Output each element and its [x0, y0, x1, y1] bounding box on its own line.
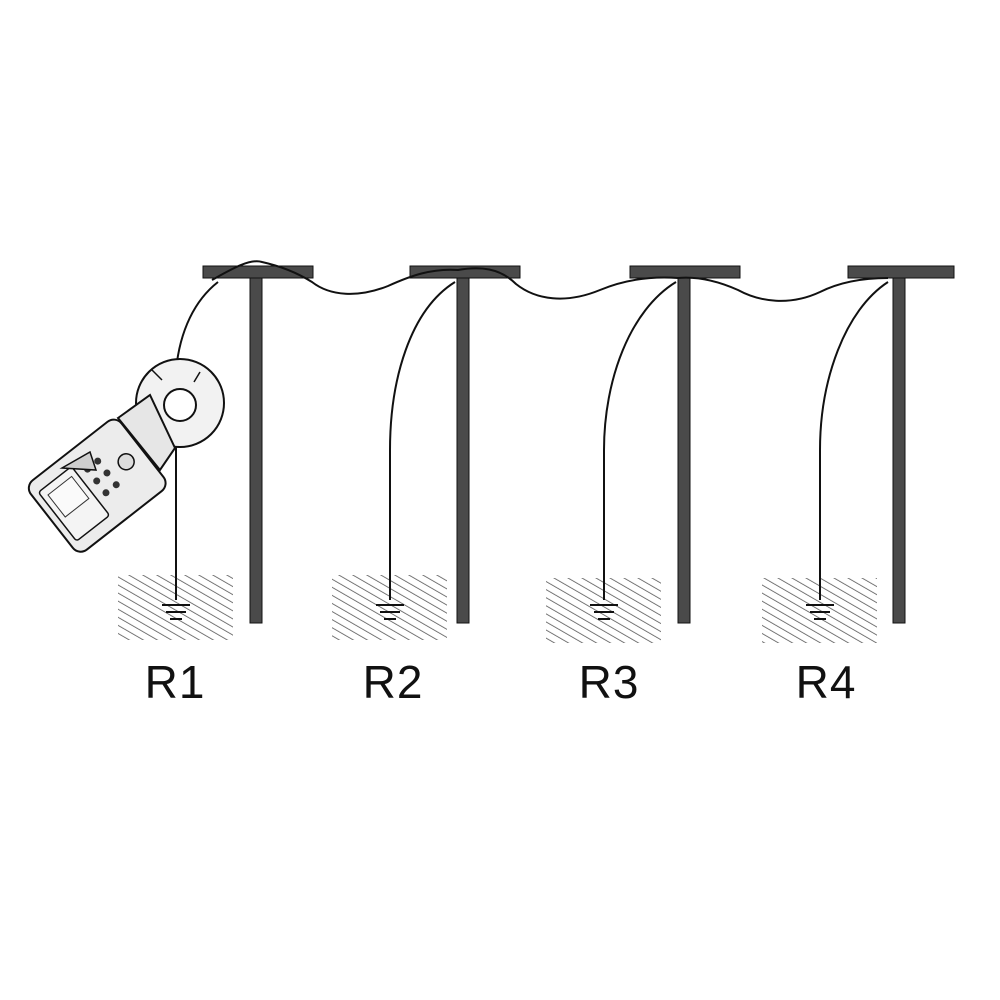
label-r4: R4: [795, 656, 857, 708]
overhead-wire: [211, 260, 889, 302]
pole-r2: [409, 265, 521, 624]
poles: [202, 265, 955, 624]
down-lead-r3: [603, 281, 677, 600]
down-lead-r4: [819, 281, 889, 600]
pole-r1: [202, 265, 314, 624]
pole-r4: [847, 265, 955, 624]
down-lead-wires: [175, 281, 889, 600]
ground-symbol-icon: [806, 604, 834, 620]
ground-symbol-icon: [590, 604, 618, 620]
label-r1: R1: [144, 656, 206, 708]
pole-r3: [629, 265, 741, 624]
meter-neck: [116, 393, 177, 472]
down-lead-r2: [389, 281, 456, 600]
ground-symbols: [162, 604, 834, 620]
clamp-meter-icon: [27, 358, 225, 553]
clamp-opening: [163, 388, 197, 422]
ground-symbol-icon: [162, 604, 190, 620]
meter-trigger: [59, 450, 98, 471]
label-r2: R2: [362, 656, 424, 708]
ground-symbol-icon: [376, 604, 404, 620]
label-r3: R3: [578, 656, 640, 708]
soil-blocks: [118, 575, 877, 643]
